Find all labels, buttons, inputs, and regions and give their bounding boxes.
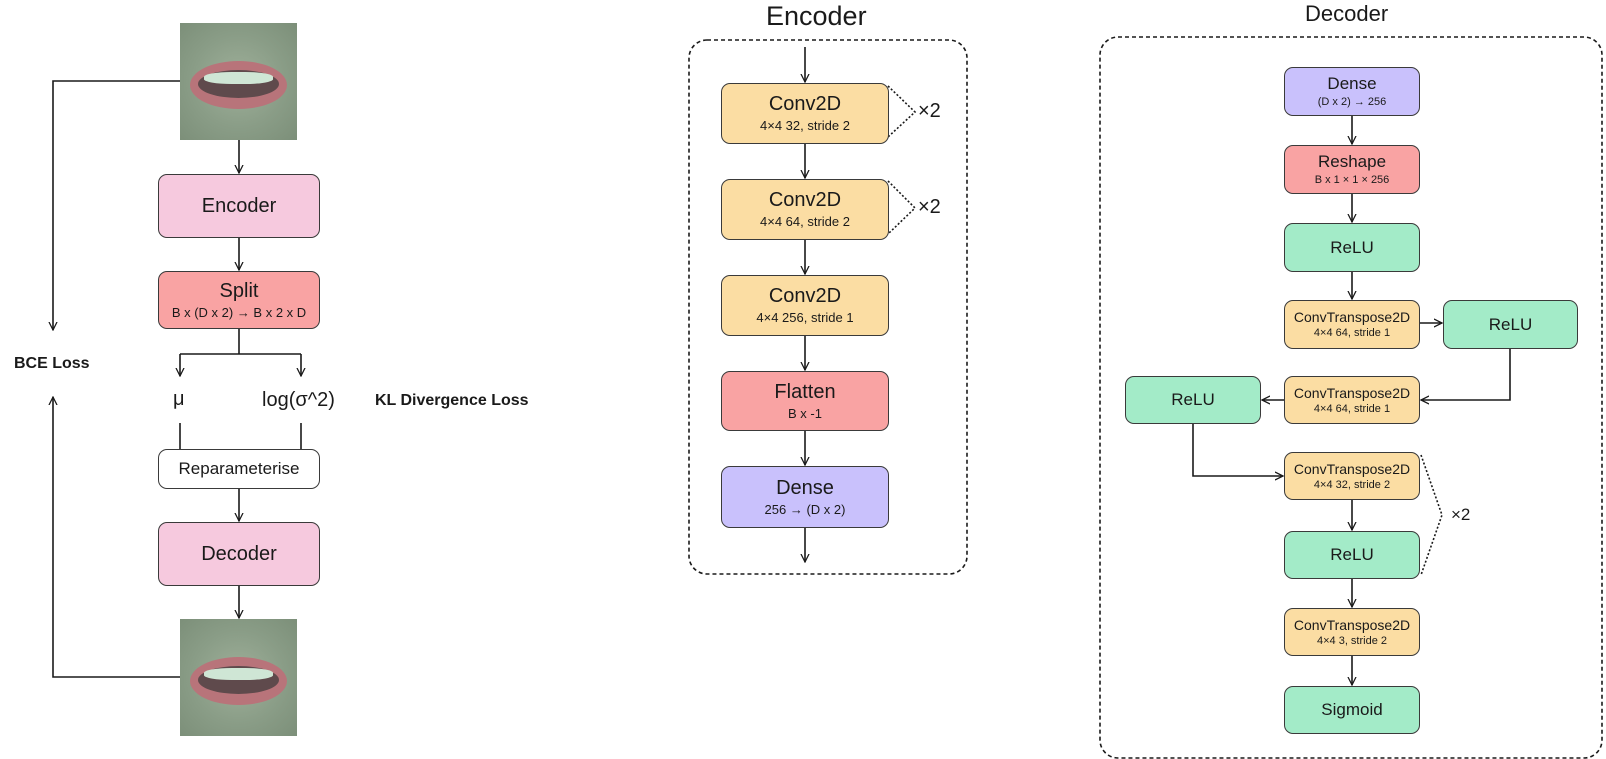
decoder-sigmoid: Sigmoid [1284, 686, 1420, 734]
repeat-bracket-2 [887, 180, 917, 235]
decoder-convtranspose-2: ConvTranspose2D 4×4 64, stride 1 [1284, 376, 1420, 424]
log-variance-label: log(σ^2) [262, 389, 335, 411]
decoder-reshape: Reshape B x 1 × 1 × 256 [1284, 145, 1420, 194]
encoder-conv2d-3-sub: 4×4 256, stride 1 [756, 310, 854, 326]
split-title: Split [219, 279, 259, 302]
decoder-repeat-label: ×2 [1451, 505, 1471, 524]
repeat-bracket-3 [1420, 454, 1443, 576]
repeat-bracket-1 [887, 85, 917, 138]
encoder-block-label: Encoder [201, 194, 277, 217]
encoder-dense-title: Dense [776, 476, 834, 499]
decoder-convtranspose-2-title: ConvTranspose2D [1293, 384, 1411, 401]
decoder-dense: Dense (D x 2) → 256 [1284, 67, 1420, 116]
decoder-convtranspose-4: ConvTranspose2D 4×4 3, stride 2 [1284, 608, 1420, 656]
bce-loss-output-line [53, 397, 180, 678]
decoder-dashed-frame [1099, 36, 1603, 759]
encoder-conv2d-1-title: Conv2D [768, 93, 842, 116]
decoder-reshape-title: Reshape [1317, 152, 1387, 172]
encoder-conv2d-1: Conv2D 4×4 32, stride 2 [721, 83, 889, 144]
reconstructed-image [180, 619, 297, 736]
encoder-conv2d-3-title: Conv2D [768, 285, 842, 308]
decoder-convtranspose-1-sub: 4×4 64, stride 1 [1313, 327, 1391, 340]
encoder-dashed-frame [688, 39, 968, 575]
decoder-panel-title: Decoder [1305, 1, 1389, 26]
decoder-convtranspose-2-sub: 4×4 64, stride 1 [1313, 402, 1391, 415]
split-branch-line [180, 328, 301, 355]
decoder-relu-2-label: ReLU [1488, 314, 1533, 334]
encoder-conv2d-2-title: Conv2D [768, 189, 842, 212]
decoder-relu-2: ReLU [1443, 300, 1578, 349]
encoder-conv2d-3: Conv2D 4×4 256, stride 1 [721, 275, 889, 336]
encoder-conv2d-2: Conv2D 4×4 64, stride 2 [721, 179, 889, 240]
encoder-flatten: Flatten B x -1 [721, 371, 889, 431]
encoder-panel-title: Encoder [766, 1, 867, 31]
encoder-flatten-title: Flatten [774, 380, 836, 403]
mu-label: μ [173, 388, 185, 410]
encoder-conv2d-1-sub: 4×4 32, stride 2 [760, 118, 850, 134]
encoder-block: Encoder [158, 174, 320, 238]
decoder-reshape-sub: B x 1 × 1 × 256 [1314, 173, 1390, 186]
encoder-dense: Dense 256 → (D x 2) [721, 466, 889, 528]
decoder-convtranspose-1-title: ConvTranspose2D [1293, 309, 1411, 326]
decoder-dense-sub: (D x 2) → 256 [1317, 95, 1387, 108]
decoder-relu-3-label: ReLU [1171, 390, 1215, 410]
bce-loss-label: BCE Loss [14, 355, 90, 372]
decoder-relu-4: ReLU [1284, 531, 1420, 579]
decoder-block-label: Decoder [201, 542, 277, 565]
decoder-dense-title: Dense [1327, 74, 1377, 94]
arrow-dec-relu-ct3 [1192, 424, 1283, 476]
split-subtitle: B x (D x 2) → B x 2 x D [171, 304, 307, 320]
encoder-dense-sub: 256 → (D x 2) [764, 501, 846, 517]
input-image [180, 23, 297, 140]
kl-divergence-loss-label: KL Divergence Loss [375, 392, 529, 409]
reparameterise-label: Reparameterise [178, 459, 300, 479]
encoder-repeat-label-1: ×2 [918, 100, 941, 122]
decoder-relu-4-label: ReLU [1330, 545, 1374, 565]
decoder-convtranspose-1: ConvTranspose2D 4×4 64, stride 1 [1284, 300, 1420, 349]
decoder-convtranspose-3-sub: 4×4 32, stride 2 [1313, 478, 1391, 491]
decoder-relu-3: ReLU [1125, 376, 1261, 424]
decoder-convtranspose-3: ConvTranspose2D 4×4 32, stride 2 [1284, 452, 1420, 500]
decoder-block: Decoder [158, 522, 320, 586]
decoder-convtranspose-4-sub: 4×4 3, stride 2 [1316, 634, 1388, 647]
encoder-repeat-label-2: ×2 [918, 196, 941, 218]
split-block: Split B x (D x 2) → B x 2 x D [158, 271, 320, 329]
decoder-relu-1: ReLU [1284, 223, 1420, 272]
decoder-convtranspose-3-title: ConvTranspose2D [1293, 460, 1411, 477]
bce-loss-input-line [53, 80, 180, 330]
decoder-sigmoid-label: Sigmoid [1321, 700, 1383, 720]
encoder-conv2d-2-sub: 4×4 64, stride 2 [760, 214, 850, 230]
reparameterise-block: Reparameterise [158, 449, 320, 489]
decoder-relu-1-label: ReLU [1330, 237, 1374, 257]
encoder-flatten-sub: B x -1 [788, 405, 822, 421]
arrow-dec-relu-ct2 [1421, 349, 1511, 400]
decoder-convtranspose-4-title: ConvTranspose2D [1293, 616, 1411, 633]
